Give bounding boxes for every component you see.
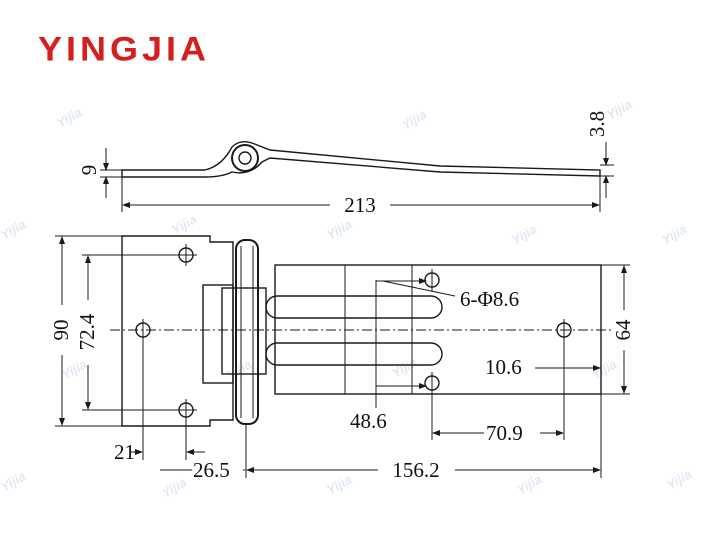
watermark: Yijia	[514, 471, 544, 497]
slot-lower	[265, 342, 443, 366]
watermark: Yijia	[0, 216, 28, 242]
watermark: Yijia	[389, 354, 419, 380]
watermark: Yijia	[324, 471, 354, 497]
watermark: Yijia	[59, 356, 89, 382]
dim-left-leaf-width: 26.5	[193, 458, 230, 482]
hinge-profile	[121, 140, 601, 178]
watermark: Yijia	[159, 474, 189, 500]
watermark: Yijia	[399, 106, 429, 132]
side-view: 9 3.8 213	[77, 111, 614, 217]
top-view: 90 72.4 64 6-Φ8.6 10.6 48.6	[49, 235, 635, 482]
right-leaf	[274, 264, 602, 395]
dim-hole-offset: 10.6	[485, 355, 522, 379]
left-leaf-cutout	[202, 284, 234, 384]
dim-height: 90	[49, 320, 73, 341]
dim-hole-spacing-right: 70.9	[486, 421, 523, 445]
dim-plate-width: 64	[611, 319, 635, 341]
dim-slot-distance: 48.6	[350, 409, 387, 433]
watermark: Yijia	[589, 356, 619, 382]
brand-logo: YINGJIA	[38, 29, 211, 68]
knuckle-pin	[238, 151, 252, 165]
watermark: Yijia	[169, 211, 199, 237]
dim-thickness: 9	[77, 165, 101, 176]
left-leaf	[121, 235, 234, 427]
watermark: Yijia	[509, 221, 539, 247]
dim-right-leaf-length: 156.2	[392, 458, 439, 482]
watermark: Yijia	[324, 216, 354, 242]
watermark: Yijia	[224, 356, 254, 382]
pin-knuckle	[221, 287, 267, 375]
dim-overall-length: 213	[344, 193, 376, 217]
slot-upper	[265, 295, 443, 319]
dim-holes: 6-Φ8.6	[460, 287, 519, 311]
watermark: Yijia	[659, 221, 689, 247]
dim-pin-height: 3.8	[585, 111, 609, 137]
watermark: Yijia	[664, 466, 694, 492]
hinge-pin	[235, 239, 259, 425]
watermark: Yijia	[54, 104, 84, 130]
knuckle-outer	[231, 144, 259, 172]
dim-hole-spacing-left: 72.4	[75, 313, 99, 350]
watermark: Yijia	[0, 468, 28, 494]
dim-left-hole-offset: 21	[114, 440, 135, 464]
